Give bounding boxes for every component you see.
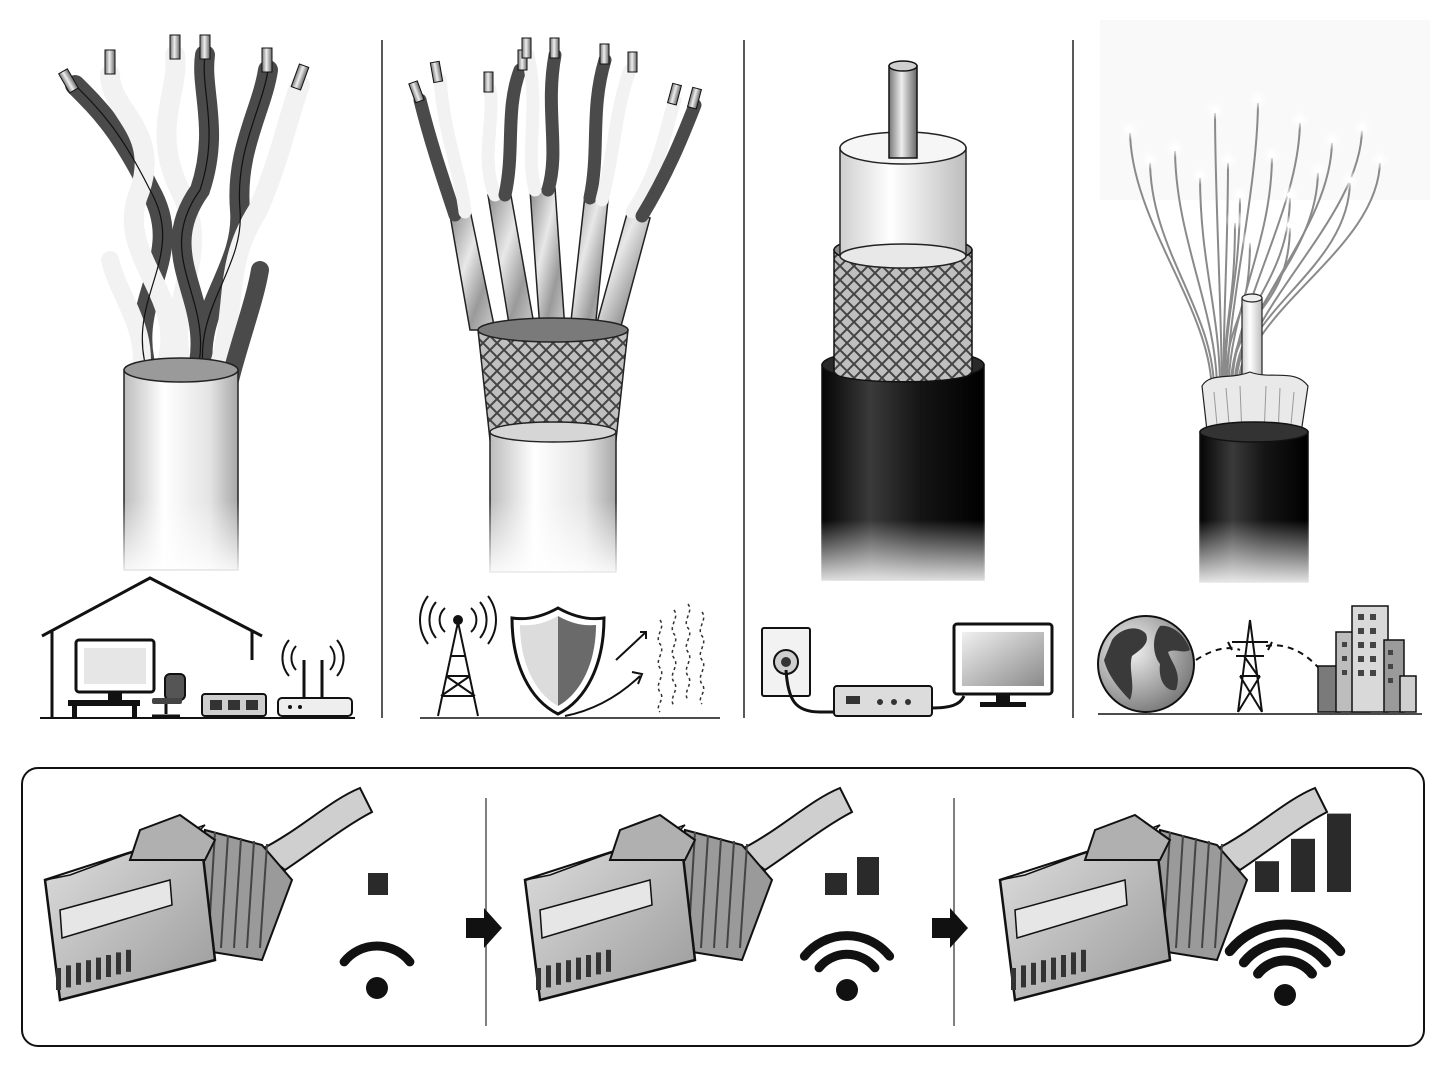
fiber-tip bbox=[1247, 237, 1253, 243]
wifi-router-icon bbox=[277, 639, 353, 717]
rj45-connector-icon bbox=[43, 786, 374, 1002]
optical-fiber-strand bbox=[1225, 239, 1251, 391]
tv-distribution-scene bbox=[761, 622, 1054, 717]
wifi-arc bbox=[339, 941, 415, 967]
optical-fiber-strand bbox=[1223, 219, 1236, 391]
rj45-connector-icon bbox=[523, 786, 854, 1002]
fiber-tip bbox=[1377, 157, 1383, 163]
deflection-arrow-icon bbox=[564, 631, 647, 717]
fiber-tip bbox=[1315, 167, 1321, 173]
fiber-tip bbox=[1212, 107, 1218, 113]
fiber-tip bbox=[1287, 192, 1293, 198]
house-outline bbox=[41, 576, 263, 718]
optical-fiber-strand bbox=[1129, 129, 1213, 391]
fiber-tip bbox=[1237, 192, 1243, 198]
fiber-panel bbox=[1080, 0, 1430, 715]
fiber-tip bbox=[1232, 217, 1238, 223]
signal-bars-icon bbox=[368, 873, 388, 895]
shield-icon bbox=[510, 606, 606, 716]
set-top-box-icon bbox=[833, 685, 933, 717]
utp-panel bbox=[40, 34, 355, 719]
transmission-tower-icon bbox=[1227, 619, 1273, 713]
wifi-arc bbox=[799, 931, 895, 961]
wifi-dot bbox=[1274, 984, 1296, 1006]
arrow-right-icon bbox=[932, 908, 968, 948]
wifi-dot bbox=[836, 979, 858, 1001]
interference-scene bbox=[419, 595, 720, 719]
progression-step bbox=[523, 786, 895, 1002]
fiber-tip bbox=[1297, 117, 1303, 123]
wifi-icon bbox=[1224, 919, 1346, 1006]
fiber-tip bbox=[1359, 125, 1365, 131]
progression-step bbox=[998, 786, 1351, 1006]
signal-progression-panel bbox=[21, 767, 1425, 1047]
fiber-tip bbox=[1287, 222, 1293, 228]
rj45-connector-icon bbox=[998, 786, 1329, 1002]
arrow-right-icon bbox=[466, 908, 502, 948]
radio-tower-icon bbox=[419, 595, 497, 717]
optical-fiber-strand bbox=[1222, 159, 1229, 391]
office-chair-icon bbox=[152, 673, 186, 718]
utp-cable bbox=[57, 34, 310, 580]
coaxial-cable bbox=[816, 60, 990, 590]
signal-bar bbox=[825, 873, 847, 895]
progression-step bbox=[43, 786, 415, 1002]
fiber-tip bbox=[1147, 157, 1153, 163]
network-switch-icon bbox=[201, 693, 267, 717]
wifi-icon bbox=[799, 931, 895, 1001]
signal-bar bbox=[1327, 813, 1351, 892]
signal-bars-icon bbox=[1255, 813, 1351, 892]
stp-cable bbox=[408, 37, 703, 580]
signal-bar bbox=[1255, 861, 1279, 892]
fiber-optic-cable bbox=[1080, 0, 1430, 590]
backbone-scene bbox=[1097, 605, 1422, 715]
coax-patch-cable bbox=[784, 669, 840, 714]
signal-bar bbox=[368, 873, 388, 895]
coax-panel bbox=[761, 60, 1054, 717]
wifi-arc bbox=[1224, 919, 1346, 957]
fiber-tip bbox=[1347, 177, 1353, 183]
globe-icon bbox=[1097, 615, 1195, 713]
optical-fiber-strand bbox=[1199, 174, 1221, 391]
wifi-arc bbox=[1238, 937, 1332, 968]
hdmi-cable bbox=[931, 695, 966, 710]
fiber-tip bbox=[1127, 127, 1133, 133]
home-network-scene bbox=[40, 576, 355, 719]
television-icon bbox=[952, 622, 1054, 707]
optical-fiber-strand bbox=[1214, 109, 1223, 391]
optical-fiber-strand bbox=[1149, 159, 1215, 391]
fiber-tip bbox=[1255, 97, 1261, 103]
optical-fiber-strand bbox=[1174, 147, 1218, 391]
wifi-dot bbox=[366, 977, 388, 999]
wifi-arc bbox=[1253, 955, 1317, 979]
city-buildings-icon bbox=[1317, 605, 1417, 713]
fiber-tip bbox=[1225, 157, 1231, 163]
fiber-tip bbox=[1329, 137, 1335, 143]
wifi-arc bbox=[814, 949, 880, 973]
fiber-tip bbox=[1172, 145, 1178, 151]
stp-panel bbox=[408, 37, 720, 719]
signal-bar bbox=[1291, 838, 1315, 892]
optical-fiber-strand bbox=[1227, 154, 1273, 391]
signal-bars-icon bbox=[825, 857, 879, 895]
signal-bar bbox=[857, 857, 879, 895]
wifi-icon bbox=[339, 941, 415, 999]
desktop-computer-icon bbox=[68, 638, 156, 718]
fiber-tip bbox=[1197, 172, 1203, 178]
fiber-tip bbox=[1269, 152, 1275, 158]
dashed-link bbox=[1195, 647, 1241, 661]
wall-outlet-icon bbox=[761, 627, 811, 697]
noise-waves-icon bbox=[657, 603, 705, 713]
